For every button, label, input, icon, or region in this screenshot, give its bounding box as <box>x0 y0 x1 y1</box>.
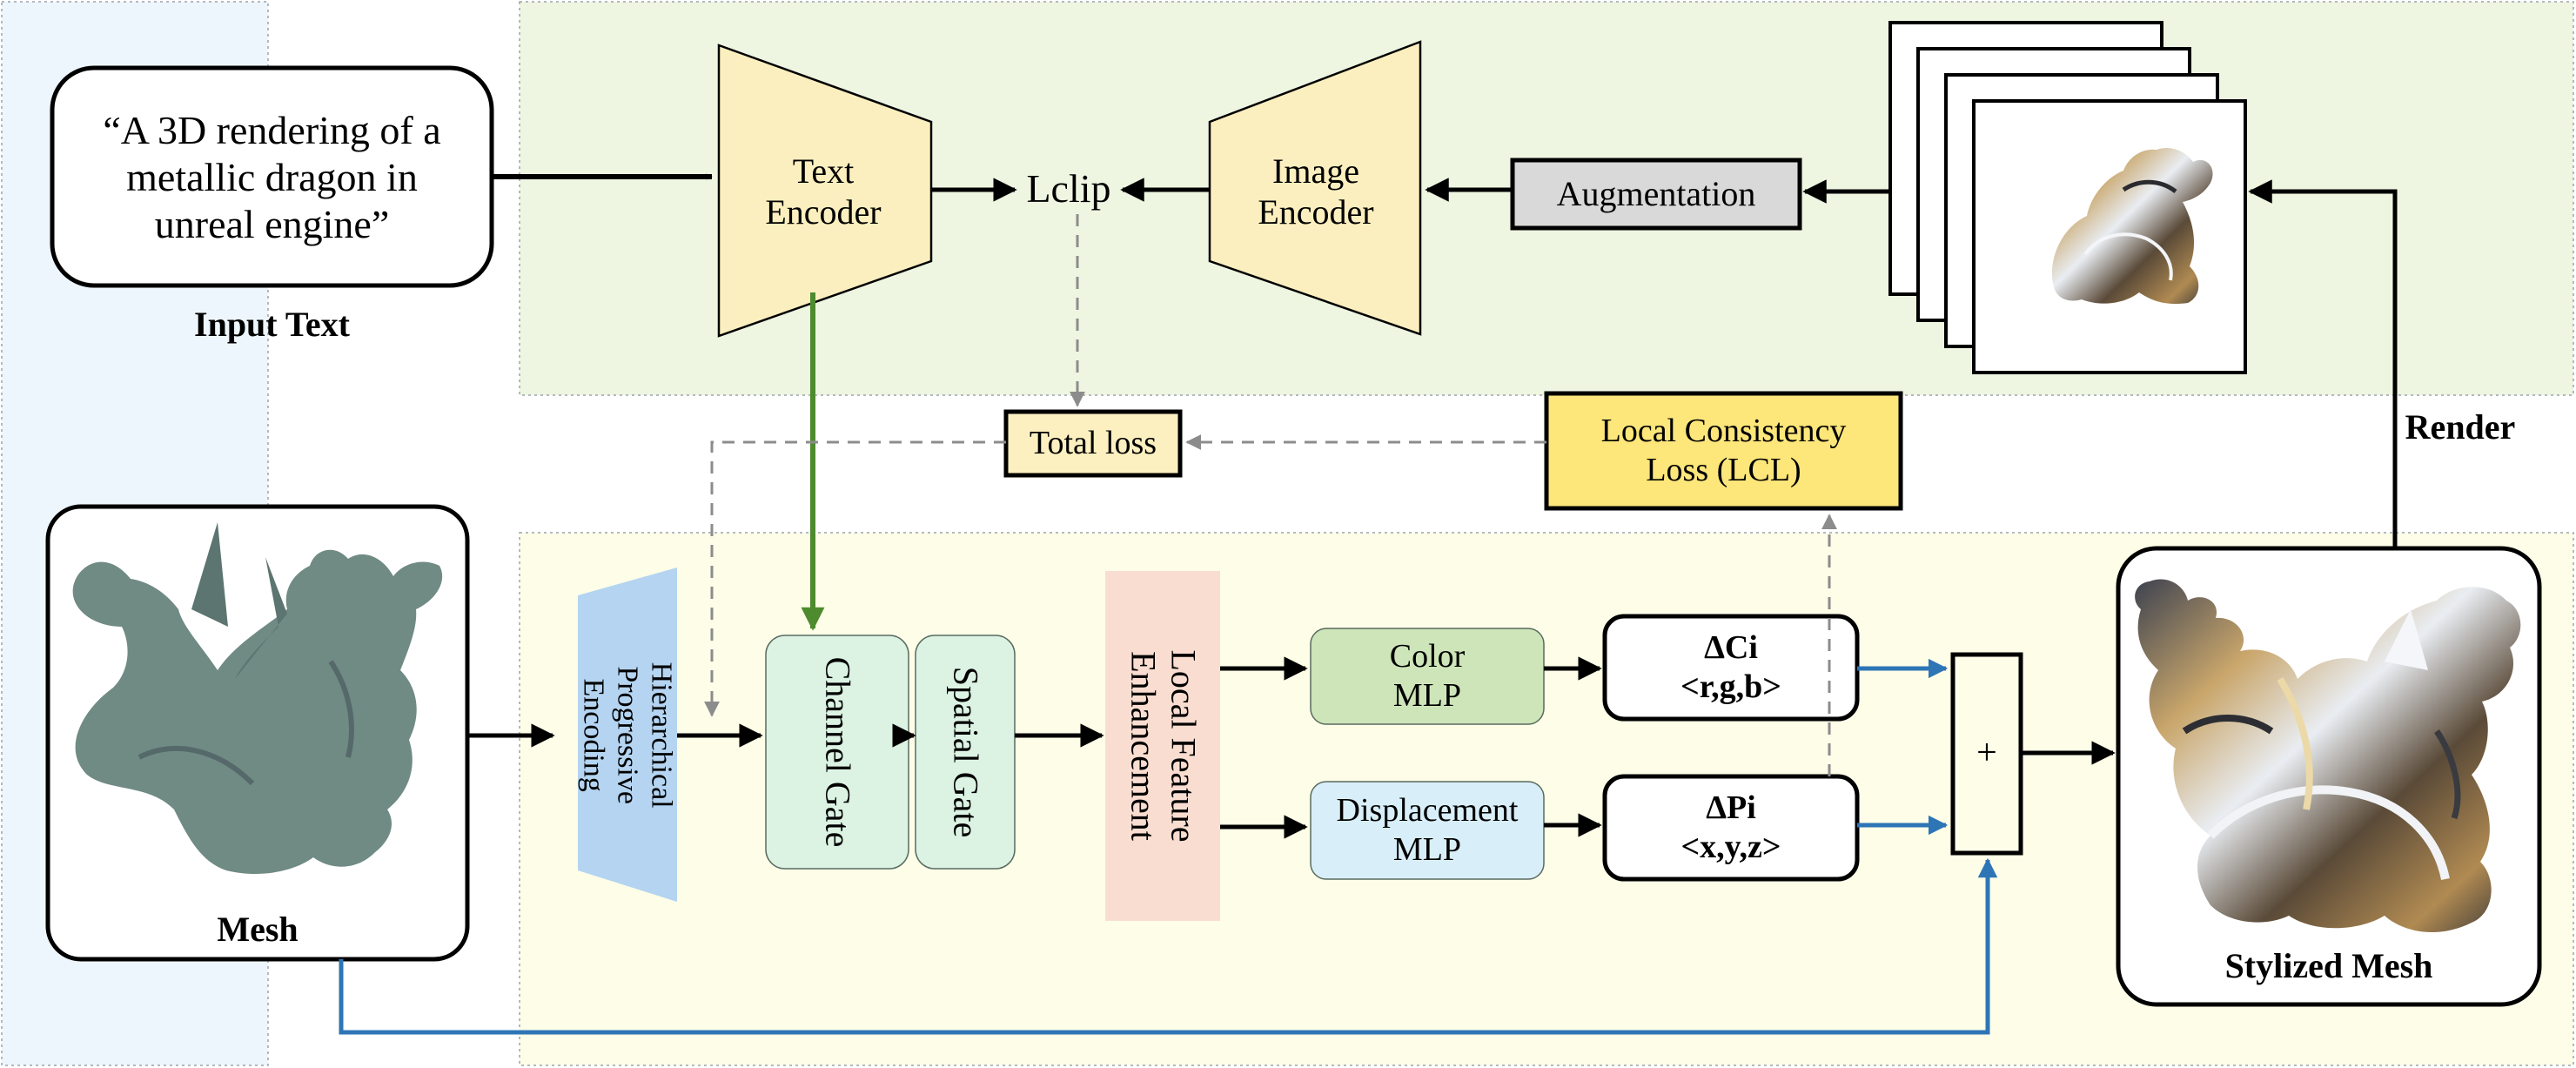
color-mlp-line-2: MLP <box>1392 677 1462 714</box>
augmentation-label: Augmentation <box>1556 174 1756 214</box>
prompt-line-3: unreal engine” <box>154 202 390 247</box>
spatial-gate-box <box>915 635 1016 870</box>
lclip-label: Lclip <box>1026 165 1111 211</box>
total-loss-box <box>1003 409 1183 478</box>
delta-position-vector: <x,y,z> <box>1680 829 1781 865</box>
disp-mlp-label: Displacement MLP <box>1311 782 1544 879</box>
color-mlp-box <box>1310 628 1545 725</box>
lcl-box <box>1544 391 1903 511</box>
mesh-dragon-image <box>72 522 443 875</box>
image-encoder-shape <box>1208 40 1422 336</box>
text-encoder-label: Text Encoder <box>719 113 928 270</box>
lfe-line-1: Local Feature <box>1164 649 1203 843</box>
lfe-box <box>1105 571 1220 921</box>
sum-symbol: + <box>1976 733 1997 774</box>
prompt-line-2: metallic dragon in <box>126 154 418 199</box>
mesh-caption: Mesh <box>217 910 299 950</box>
prompt-text: “A 3D rendering of a metallic dragon in … <box>52 77 492 279</box>
render-label: Render <box>2405 407 2516 447</box>
delta-position-title: ΔPi <box>1706 789 1756 827</box>
augmentation-box <box>1510 158 1802 231</box>
lfe-line-2: Enhancement <box>1124 651 1163 841</box>
lfe-text: Local Feature Enhancement <box>1123 650 1203 843</box>
delta-color-title: ΔCi <box>1704 629 1758 667</box>
total-loss-label: Total loss <box>1029 425 1157 462</box>
hpe-line-1: Hierarchical <box>645 662 678 809</box>
prompt-line-1: “A 3D rendering of a <box>103 107 441 152</box>
hpe-text: Hierarchical Progressive Encoding <box>576 662 678 809</box>
spatial-gate-text: Spatial Gate <box>946 666 986 838</box>
arrow-render <box>2248 179 2398 548</box>
hpe-line-3: Encoding <box>577 678 610 793</box>
channel-gate-label: Channel Gate <box>766 635 909 869</box>
spatial-gate-label: Spatial Gate <box>916 635 1015 869</box>
text-encoder-line-2: Encoder <box>765 192 882 232</box>
rendered-dragon-thumbnail <box>2051 147 2213 305</box>
stylized-mesh-caption: Stylized Mesh <box>2224 946 2433 986</box>
arrow-total-loss-to-features <box>704 440 1006 717</box>
stylized-dragon-image <box>2135 579 2521 933</box>
lcl-line-2: Loss (LCL) <box>1646 452 1801 488</box>
disp-mlp-box <box>1310 781 1545 880</box>
arrow-mesh-skip-to-sum <box>339 857 1998 1035</box>
input-text-caption: Input Text <box>194 305 350 345</box>
lfe-label: Local Feature Enhancement <box>1105 571 1220 921</box>
lcl-label: Local Consistency Loss (LCL) <box>1546 393 1901 508</box>
image-encoder-line-1: Image <box>1272 151 1359 191</box>
delta-color-vector: <r,g,b> <box>1680 668 1781 705</box>
channel-gate-text: Channel Gate <box>818 656 857 848</box>
delta-position-label: ΔPi <x,y,z> <box>1605 776 1857 879</box>
color-mlp-line-1: Color <box>1389 638 1466 675</box>
lcl-line-1: Local Consistency <box>1600 413 1847 450</box>
sum-box <box>1950 652 2023 856</box>
hpe-label: Hierarchical Progressive Encoding <box>576 592 678 879</box>
text-encoder-shape <box>717 44 933 338</box>
delta-position-box <box>1602 774 1860 882</box>
channel-gate-box <box>765 635 909 870</box>
disp-mlp-line-1: Displacement <box>1336 792 1519 830</box>
image-encoder-line-2: Encoder <box>1258 192 1374 232</box>
disp-mlp-line-2: MLP <box>1392 831 1462 868</box>
image-encoder-label: Image Encoder <box>1211 113 1420 270</box>
color-mlp-label: Color MLP <box>1311 628 1544 724</box>
delta-color-label: ΔCi <r,g,b> <box>1605 616 1857 719</box>
hpe-line-2: Progressive <box>611 666 644 805</box>
hpe-shape <box>578 568 677 902</box>
text-encoder-line-1: Text <box>792 151 855 191</box>
